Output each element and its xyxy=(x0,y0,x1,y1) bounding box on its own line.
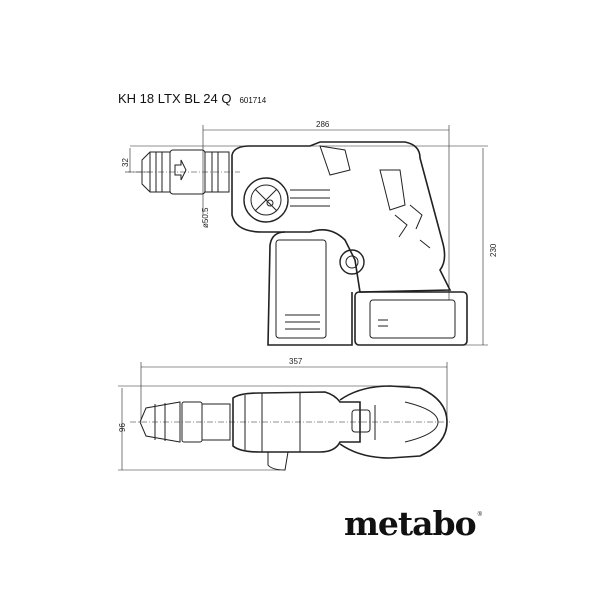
dimension-diameter-label: ø50.5 xyxy=(201,207,210,228)
model-title: KH 18 LTX BL 24 Q xyxy=(118,91,232,106)
dimension-32: 32 xyxy=(121,148,150,173)
title-row: KH 18 LTX BL 24 Q 601714 xyxy=(118,91,266,106)
trigger xyxy=(379,169,406,211)
dimension-32-label: 32 xyxy=(121,158,130,167)
drill-top-view xyxy=(130,385,450,471)
metabo-logo: metabo xyxy=(344,504,477,543)
dimension-286-label: 286 xyxy=(316,120,330,129)
side-handle-knob xyxy=(339,249,365,275)
dimension-357: 357 xyxy=(140,357,448,420)
brand-row: metabo ® xyxy=(344,504,483,543)
mode-selector-dial xyxy=(243,177,289,223)
article-number: 601714 xyxy=(239,96,267,105)
top-body-outline xyxy=(232,391,361,453)
dimension-286: 286 xyxy=(202,120,450,300)
top-chuck xyxy=(139,401,181,443)
arrow-icon xyxy=(174,159,187,181)
battery-pack xyxy=(354,291,468,346)
dimension-diameter: ø50.5 xyxy=(201,207,210,228)
dimension-96-label: 96 xyxy=(118,423,127,432)
drill-side-view xyxy=(125,141,468,346)
dimension-96: 96 xyxy=(118,385,410,471)
side-handle-top xyxy=(267,451,289,471)
dimension-357-label: 357 xyxy=(289,357,303,366)
top-rear-outline xyxy=(339,385,448,459)
registered-mark: ® xyxy=(477,512,483,518)
dimension-230-label: 230 xyxy=(489,243,498,257)
